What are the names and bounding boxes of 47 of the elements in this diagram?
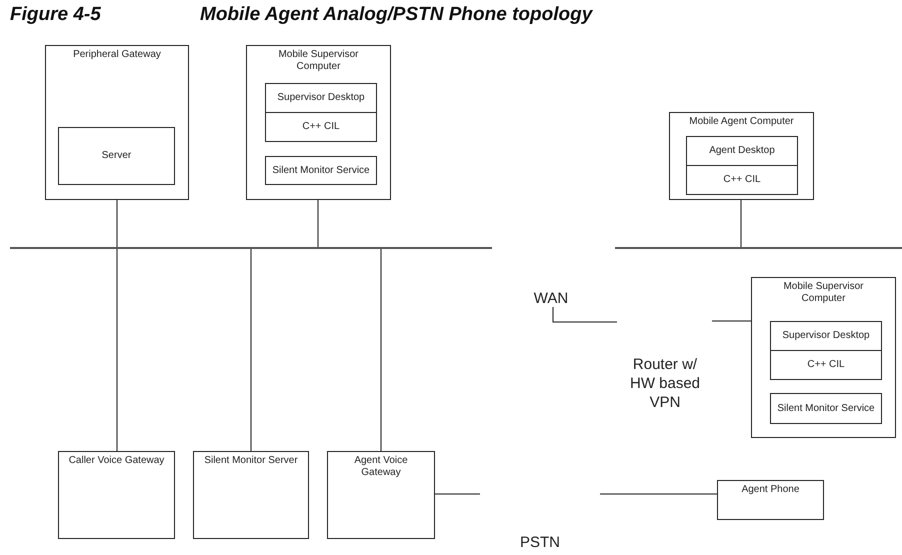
node-label: Supervisor Desktop [782, 330, 870, 342]
component-box [686, 136, 798, 166]
node-label: Silent Monitor Server [204, 455, 298, 467]
figure-title: Mobile Agent Analog/PSTN Phone topology [200, 4, 592, 26]
component-box [669, 112, 814, 200]
node-label: Agent Phone [742, 484, 800, 496]
network-label: PSTN [518, 533, 561, 552]
node-label: Agent Voice Gateway [353, 455, 409, 479]
connector-line [712, 320, 752, 322]
component-box [193, 451, 309, 539]
component-box [45, 45, 189, 200]
component-box [717, 480, 824, 520]
component-box [751, 277, 896, 438]
node-label: C++ CIL [807, 359, 845, 371]
node-label: Peripheral Gateway [73, 49, 161, 61]
figure-number: Figure 4-5 [10, 4, 101, 26]
component-box [686, 165, 798, 195]
node-label: C++ CIL [302, 121, 340, 133]
connector-line [250, 248, 252, 452]
component-box [265, 112, 377, 142]
node-label: Supervisor Desktop [277, 92, 365, 104]
component-box [770, 321, 882, 351]
component-box [58, 451, 175, 539]
network-bus-line [615, 247, 902, 249]
node-label: Silent Monitor Service [777, 402, 875, 414]
network-bus-line [10, 247, 492, 249]
node-label: Mobile Agent Computer [689, 116, 794, 128]
network-label: Router w/ HW based VPN [628, 355, 702, 412]
node-label: Caller Voice Gateway [68, 455, 164, 467]
connector-line [552, 306, 618, 322]
component-box [58, 127, 175, 185]
node-label: Mobile Supervisor Computer [782, 281, 865, 305]
component-box [327, 451, 435, 539]
connector-line [116, 248, 118, 452]
connector-line [116, 200, 118, 248]
node-label: Agent Desktop [709, 145, 775, 157]
component-box [265, 83, 377, 113]
component-box [770, 350, 882, 380]
network-label: WAN [528, 289, 574, 307]
component-box [770, 393, 882, 424]
node-label: C++ CIL [723, 174, 761, 186]
node-label: Server [102, 150, 132, 162]
component-box [265, 156, 377, 185]
connector-line [380, 248, 382, 452]
component-box [246, 45, 391, 200]
node-label: Mobile Supervisor Computer [277, 49, 360, 73]
node-label: Silent Monitor Service [272, 164, 370, 176]
